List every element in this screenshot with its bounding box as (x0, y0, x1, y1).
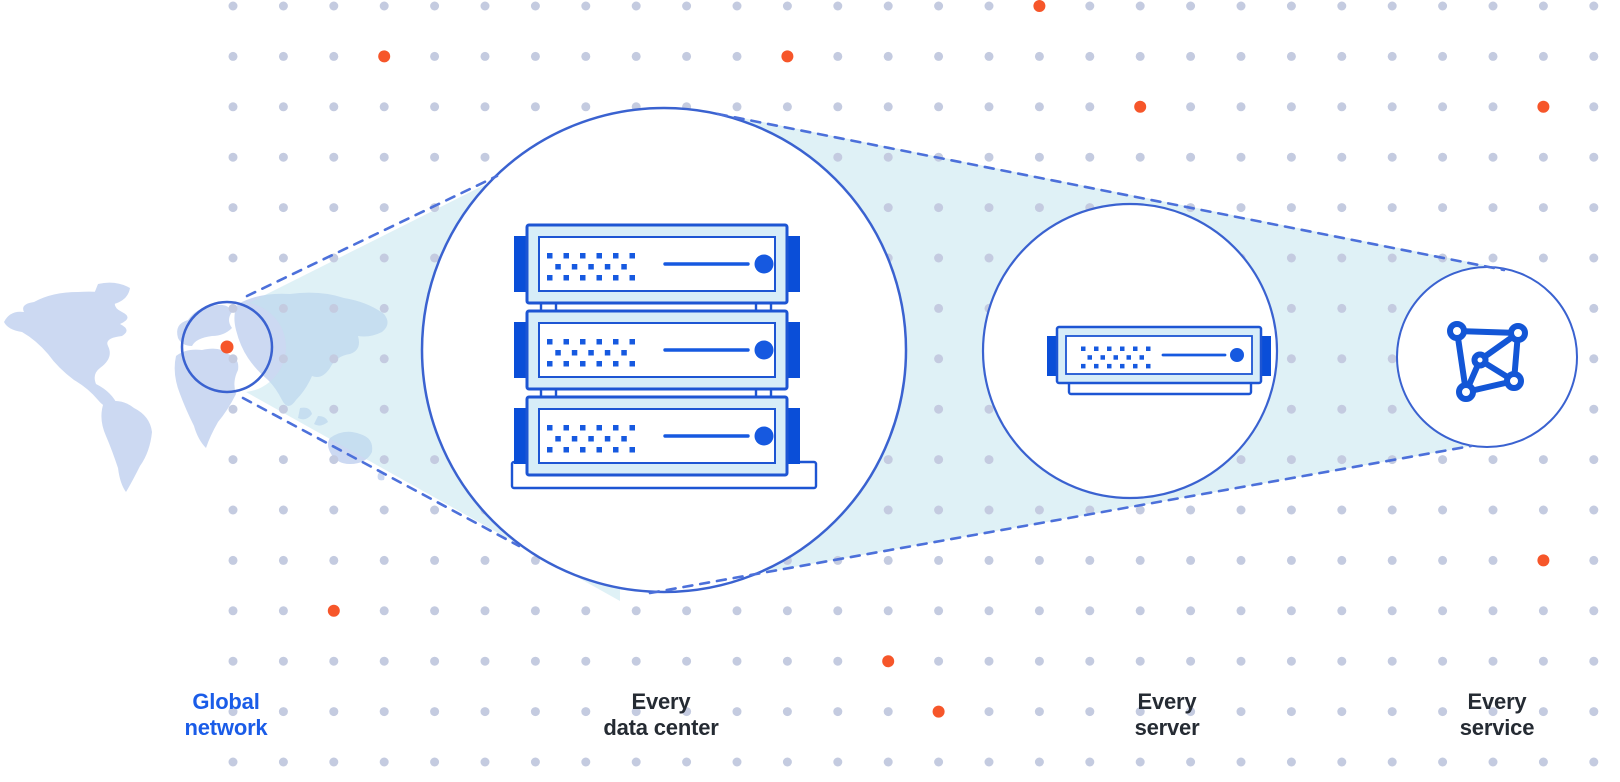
caption-line: Every (1467, 689, 1527, 714)
dashed-connector (245, 174, 499, 298)
caption-line: network (184, 715, 268, 740)
dashed-connector (648, 444, 1473, 595)
caption-line: server (1134, 715, 1200, 740)
server-icon (1047, 325, 1271, 396)
caption-line: Every (631, 689, 691, 714)
dashed-connector (241, 396, 521, 548)
global-network-circle (180, 300, 274, 394)
server-unit-icon (514, 309, 800, 391)
caption-line: Global (192, 689, 260, 714)
server-unit-icon (514, 223, 800, 305)
caption-line: service (1459, 715, 1535, 740)
location-marker-icon (220, 340, 234, 354)
caption-global-network: Global network (185, 689, 268, 741)
caption-line: Every (1137, 689, 1197, 714)
network-graph-icon (1447, 321, 1528, 402)
caption-every-server: Every server (1135, 689, 1200, 741)
server-unit-icon (514, 395, 800, 477)
server-rack-icon (510, 223, 818, 490)
dashed-connector (716, 112, 1506, 272)
caption-every-data-center: Every data center (603, 689, 718, 741)
caption-line: data center (603, 715, 719, 740)
caption-every-service: Every service (1459, 689, 1535, 741)
